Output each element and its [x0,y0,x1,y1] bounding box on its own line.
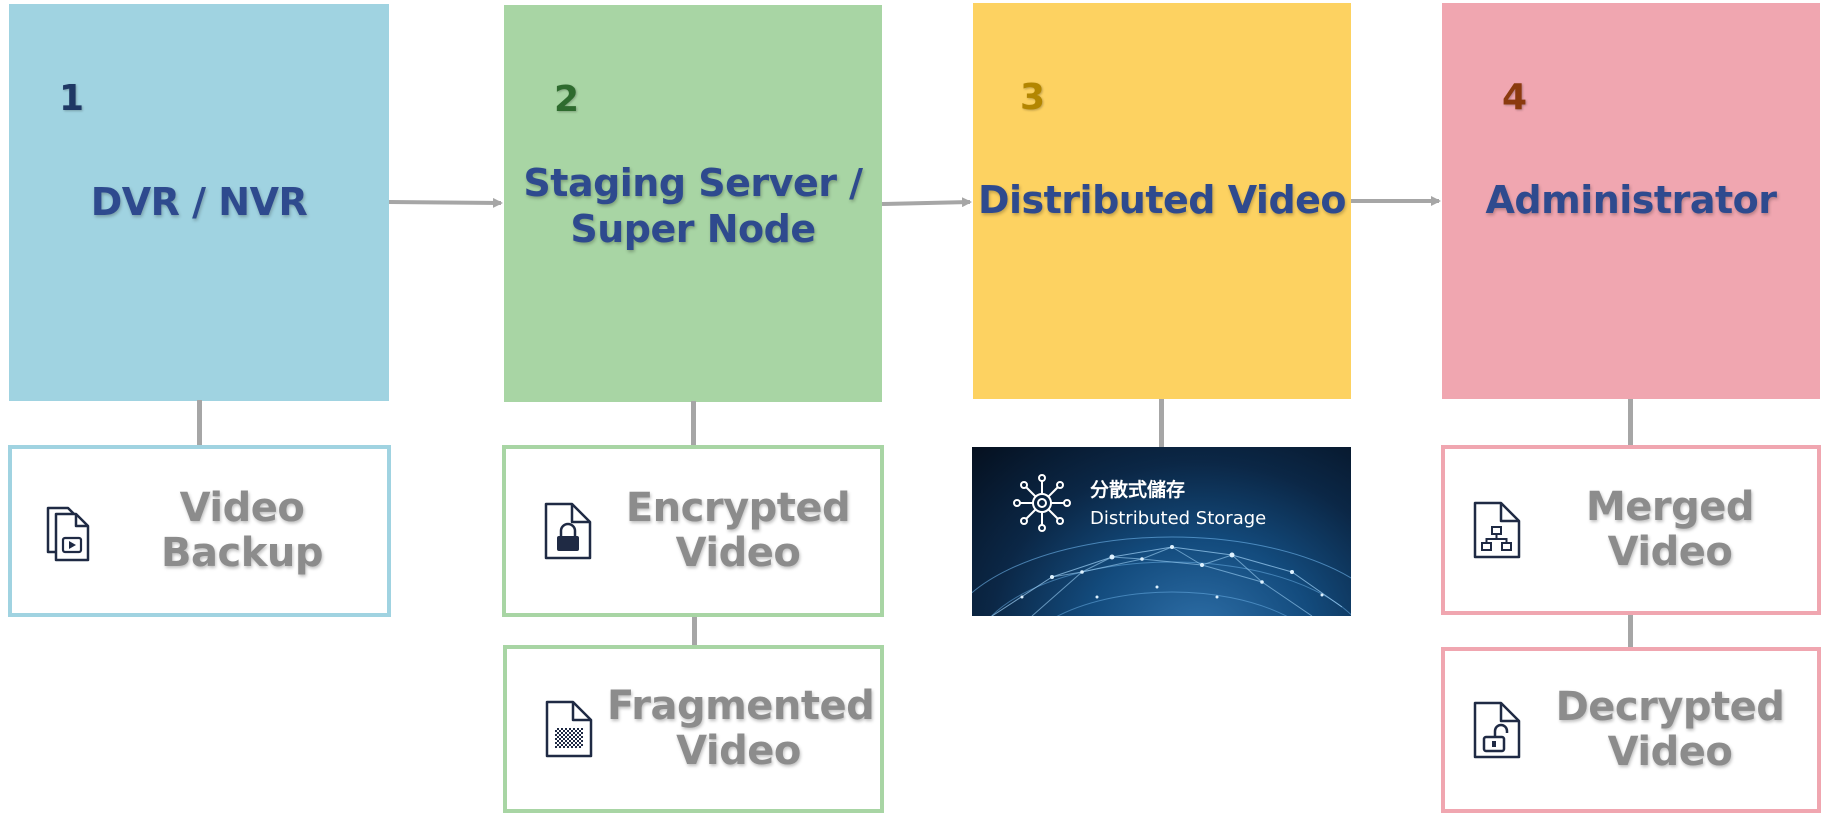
storage-title-zh: 分散式儲存 [1090,479,1186,501]
merged-video-card: Merged Video [1441,445,1821,615]
video-backup-label: Video Backup [107,486,377,576]
stage-2-title: Staging Server / Super Node [504,160,882,252]
connector-stage-2 [691,401,696,447]
encrypted-video-label-line-1: Encrypted [625,485,851,531]
merged-video-label-line: Merged Video [1585,484,1755,575]
stage-3-number: 3 [1020,77,1046,118]
stage-2-box: 2 Staging Server / Super Node [504,5,882,402]
stage-1-number: 1 [59,78,85,119]
decrypted-video-label: Decrypted Video [1533,685,1807,775]
encrypted-video-label-line-2: Video [675,530,801,576]
storage-title-en: Distributed Storage [1090,508,1267,529]
stage-1-title-line: DVR / NVR [90,180,308,224]
connector-merged-decrypted [1628,615,1633,647]
arrow-1-to-2 [388,197,503,208]
distributed-storage-banner: 分散式儲存 Distributed Storage [972,447,1351,616]
locked-file-icon [544,502,592,560]
connector-stage-3 [1159,399,1164,447]
stage-4-number: 4 [1502,77,1528,118]
stage-3-box: 3 Distributed Video [973,3,1351,399]
stage-2-title-line-1: Staging Server / [523,161,863,205]
stage-3-title: Distributed Video [973,177,1351,223]
fragmented-file-icon [545,700,593,758]
network-file-icon [1473,501,1521,559]
stage-2-number: 2 [554,79,580,120]
decrypted-video-label-line-1: Decrypted [1555,684,1785,730]
stage-4-title: Administrator [1442,177,1820,223]
stage-4-title-line: Administrator [1485,178,1778,222]
video-file-icon [46,506,90,562]
arrow-2-to-3 [881,197,972,208]
distributed-network-icon [1013,474,1071,532]
connector-stage-4 [1628,399,1633,445]
decrypted-video-card: Decrypted Video [1441,647,1821,813]
fragmented-video-label-line-2: Video [676,728,801,774]
stage-1-box: 1 DVR / NVR [9,4,389,401]
merged-video-label: Merged Video [1533,485,1807,575]
stage-4-box: 4 Administrator [1442,3,1820,399]
video-backup-label-line: Video Backup [161,485,323,576]
decrypted-video-label-line-2: Video [1607,729,1733,775]
fragmented-video-card: Fragmented Video [503,645,884,813]
encrypted-video-card: Encrypted Video [502,445,884,617]
connector-encrypted-fragmented [692,617,697,647]
fragmented-video-label: Fragmented Video [607,683,875,774]
stage-3-title-line: Distributed Video [977,178,1347,222]
fragmented-video-label-line-1: Fragmented [607,683,875,729]
video-backup-card: Video Backup [8,445,391,617]
connector-stage-1 [197,400,202,446]
stage-1-title: DVR / NVR [9,179,389,225]
stage-2-title-line-2: Super Node [570,207,816,251]
unlocked-file-icon [1473,701,1521,759]
encrypted-video-label: Encrypted Video [606,486,870,576]
globe-network-graphic [972,536,1351,616]
